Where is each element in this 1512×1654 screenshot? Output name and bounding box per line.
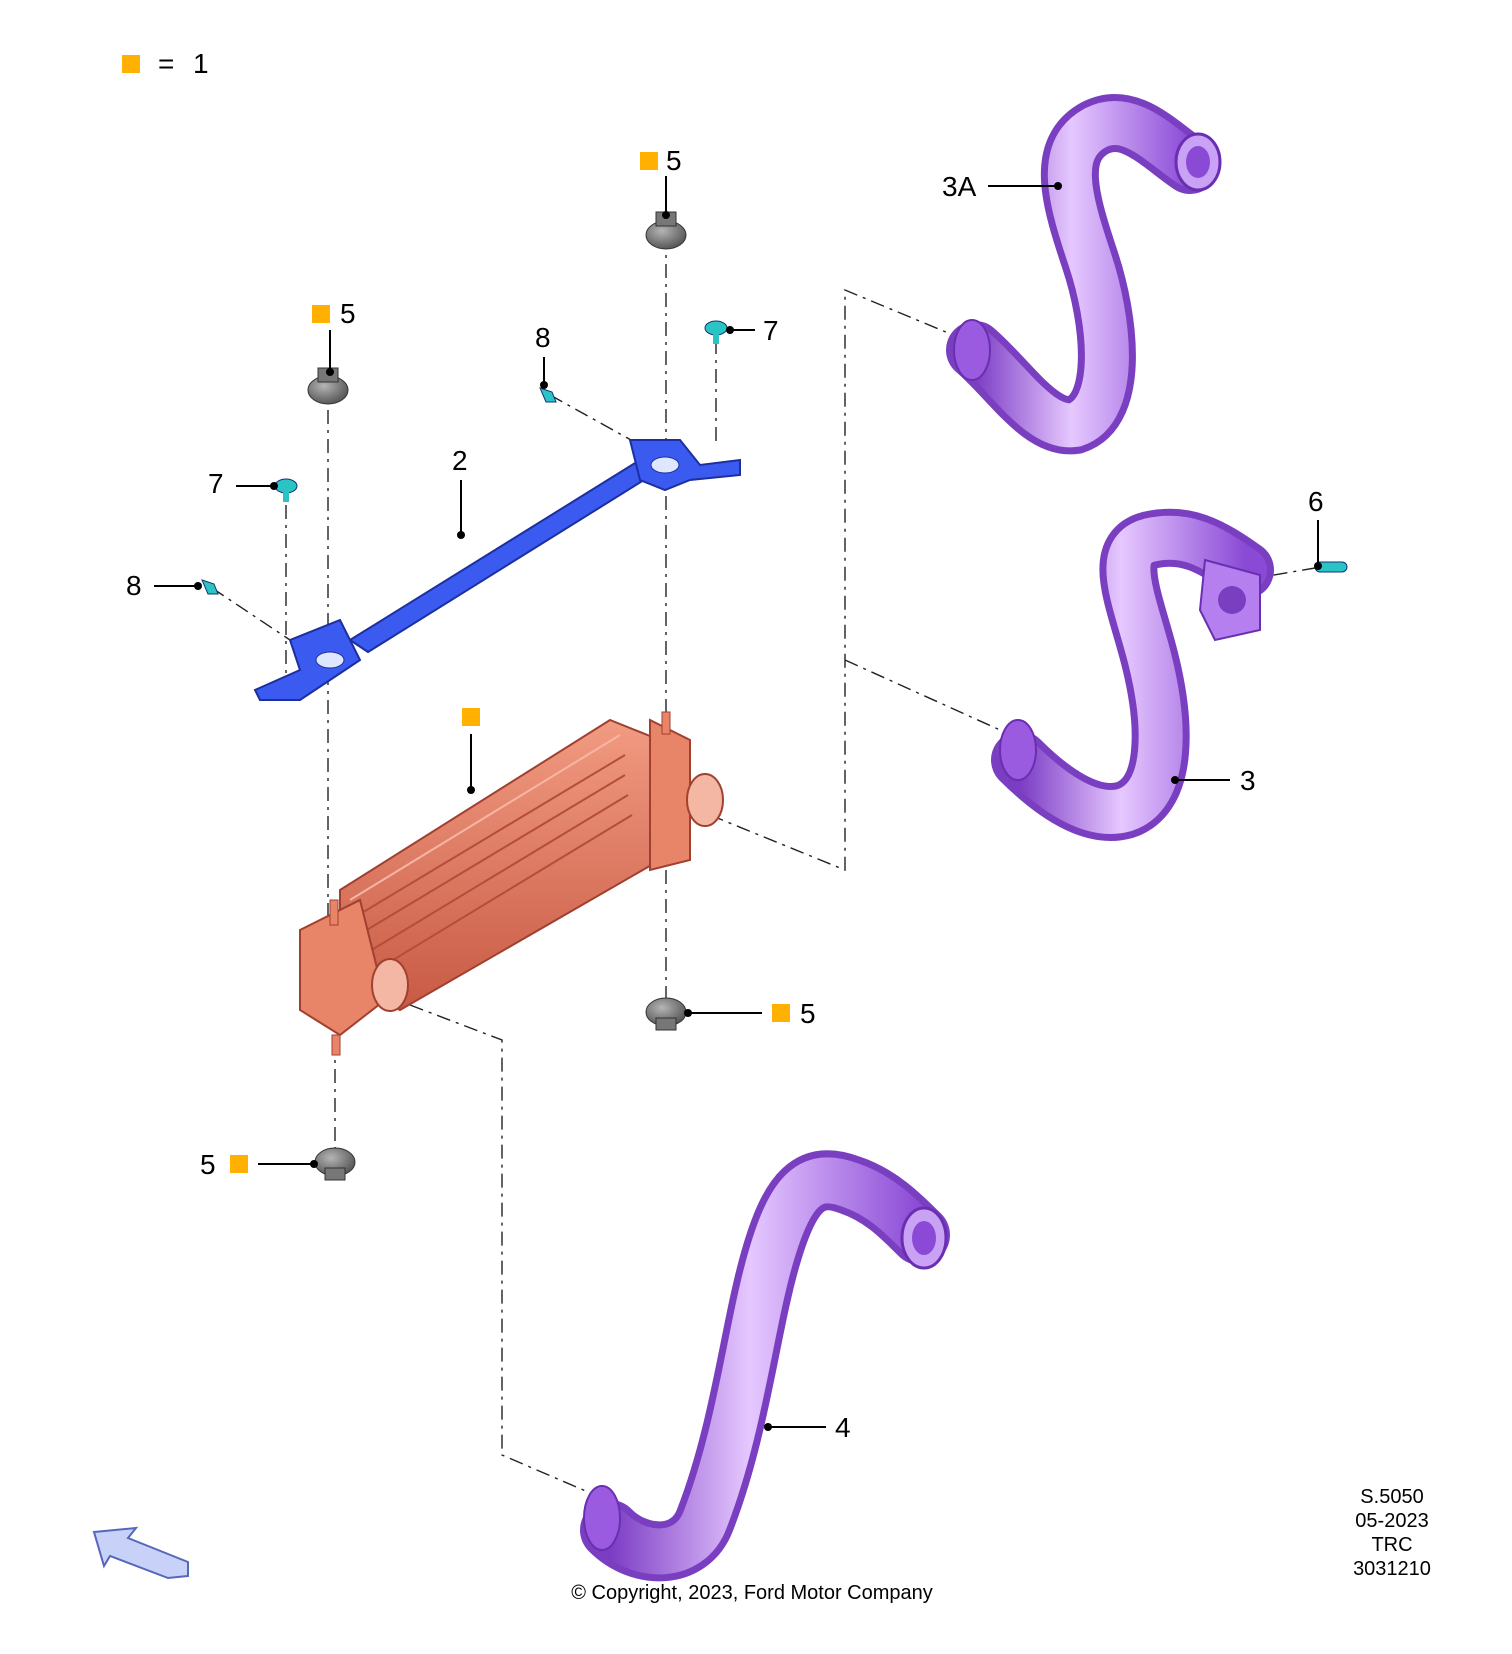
- info-block: S.5050 05-2023 TRC 3031210: [1353, 1486, 1431, 1580]
- callout-5-bottom: 5: [200, 1149, 216, 1180]
- callout-7-left: 7: [208, 468, 224, 499]
- callout-8-right: 8: [535, 322, 551, 353]
- mounts: [307, 211, 687, 1181]
- intercooler-square-callout: [462, 708, 480, 726]
- callout-4: 4: [835, 1412, 851, 1443]
- callout-3: 3: [1240, 765, 1256, 796]
- legend: = 1: [122, 48, 209, 79]
- callout-6: 6: [1308, 486, 1324, 517]
- hose-3: [991, 508, 1274, 841]
- legend-equals: =: [158, 48, 174, 79]
- callout-5-right: 5: [800, 998, 816, 1029]
- mount-bottom-right: [645, 997, 687, 1031]
- legend-value: 1: [193, 48, 209, 79]
- intercooler: [299, 711, 724, 1056]
- fasteners: [201, 320, 1348, 595]
- orientation-arrow-icon: [92, 1526, 189, 1580]
- callout-2: 2: [452, 445, 468, 476]
- bracket-2: [253, 439, 741, 701]
- copyright: © Copyright, 2023, Ford Motor Company: [571, 1582, 933, 1604]
- info-line-3: TRC: [1371, 1534, 1412, 1556]
- callout-7-right: 7: [763, 315, 779, 346]
- hose-3a: [946, 94, 1222, 455]
- legend-square: [122, 55, 140, 73]
- info-line-1: S.5050: [1360, 1486, 1423, 1508]
- callouts: 3A 5 5 8 7 2 7 8 6 3 5: [126, 145, 1324, 1443]
- callout-3a: 3A: [942, 171, 977, 202]
- callout-8-left: 8: [126, 570, 142, 601]
- hose-4: [580, 1150, 950, 1582]
- info-line-2: 05-2023: [1355, 1510, 1428, 1532]
- mount-top-right: [645, 211, 687, 250]
- fastener-8-right: [539, 387, 557, 403]
- callout-5-top: 5: [666, 145, 682, 176]
- mount-bottom-left: [314, 1147, 356, 1181]
- callout-5-left: 5: [340, 298, 356, 329]
- info-line-4: 3031210: [1353, 1558, 1431, 1580]
- fastener-7-right: [704, 320, 728, 344]
- fastener-8-left: [201, 579, 219, 595]
- fastener-7-left: [274, 478, 298, 502]
